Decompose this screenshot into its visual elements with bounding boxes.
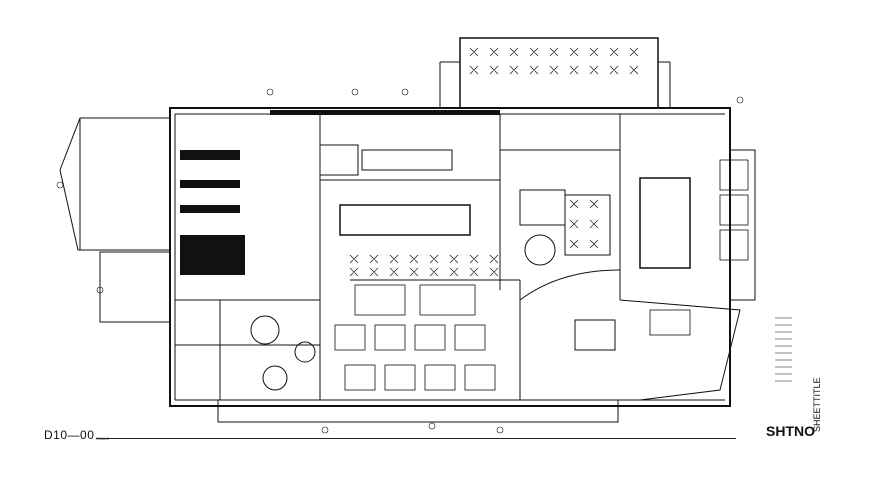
sheet-number: SHTNO [766,423,815,439]
building-outline [169,107,731,407]
patio-outline [459,37,659,109]
sheet-title: SHEETTITLE [812,377,822,432]
sheet-code: D10—00 [44,428,95,442]
entry-vestibule [59,117,170,251]
right-wing [730,149,756,301]
scale-note: SCALE [96,436,110,441]
title-block-rule [96,438,736,439]
